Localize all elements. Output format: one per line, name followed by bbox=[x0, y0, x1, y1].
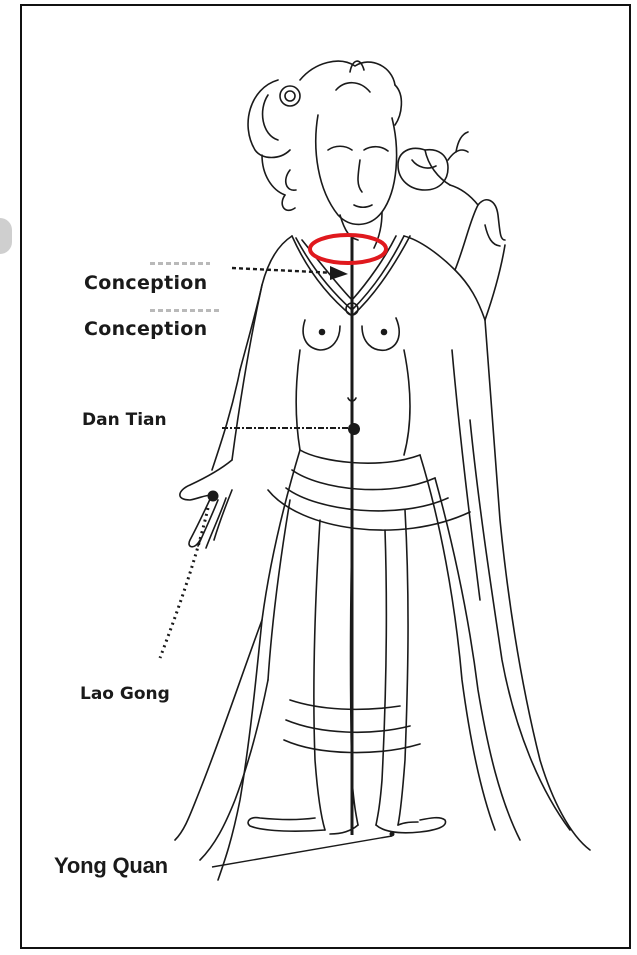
conception-arrowhead bbox=[330, 266, 348, 280]
yongquan-point bbox=[390, 832, 395, 837]
throat-highlight-ellipse bbox=[310, 235, 386, 263]
scan-artifact bbox=[150, 309, 220, 312]
label-conception-lower: Conception bbox=[84, 320, 207, 339]
label-yong-quan: Yong Quan bbox=[54, 855, 168, 877]
feet-drawing bbox=[248, 818, 445, 834]
label-dan-tian: Dan Tian bbox=[82, 412, 167, 429]
yongquan-pointer-line bbox=[212, 836, 392, 867]
scan-artifact bbox=[150, 262, 210, 265]
laogong-point bbox=[208, 491, 219, 502]
conception-pointer-line bbox=[232, 268, 336, 273]
laogong-dotted-trail bbox=[160, 508, 208, 658]
dantian-point bbox=[348, 423, 360, 435]
face-drawing bbox=[316, 115, 397, 248]
right-arm-flower-drawing bbox=[398, 132, 505, 320]
legs-drawing bbox=[314, 510, 408, 830]
drapery-drawing bbox=[175, 320, 590, 880]
label-lao-gong: Lao Gong bbox=[80, 686, 170, 703]
label-conception-upper: Conception bbox=[84, 274, 207, 293]
headdress-drawing bbox=[248, 61, 401, 210]
torso-drawing bbox=[240, 236, 485, 455]
